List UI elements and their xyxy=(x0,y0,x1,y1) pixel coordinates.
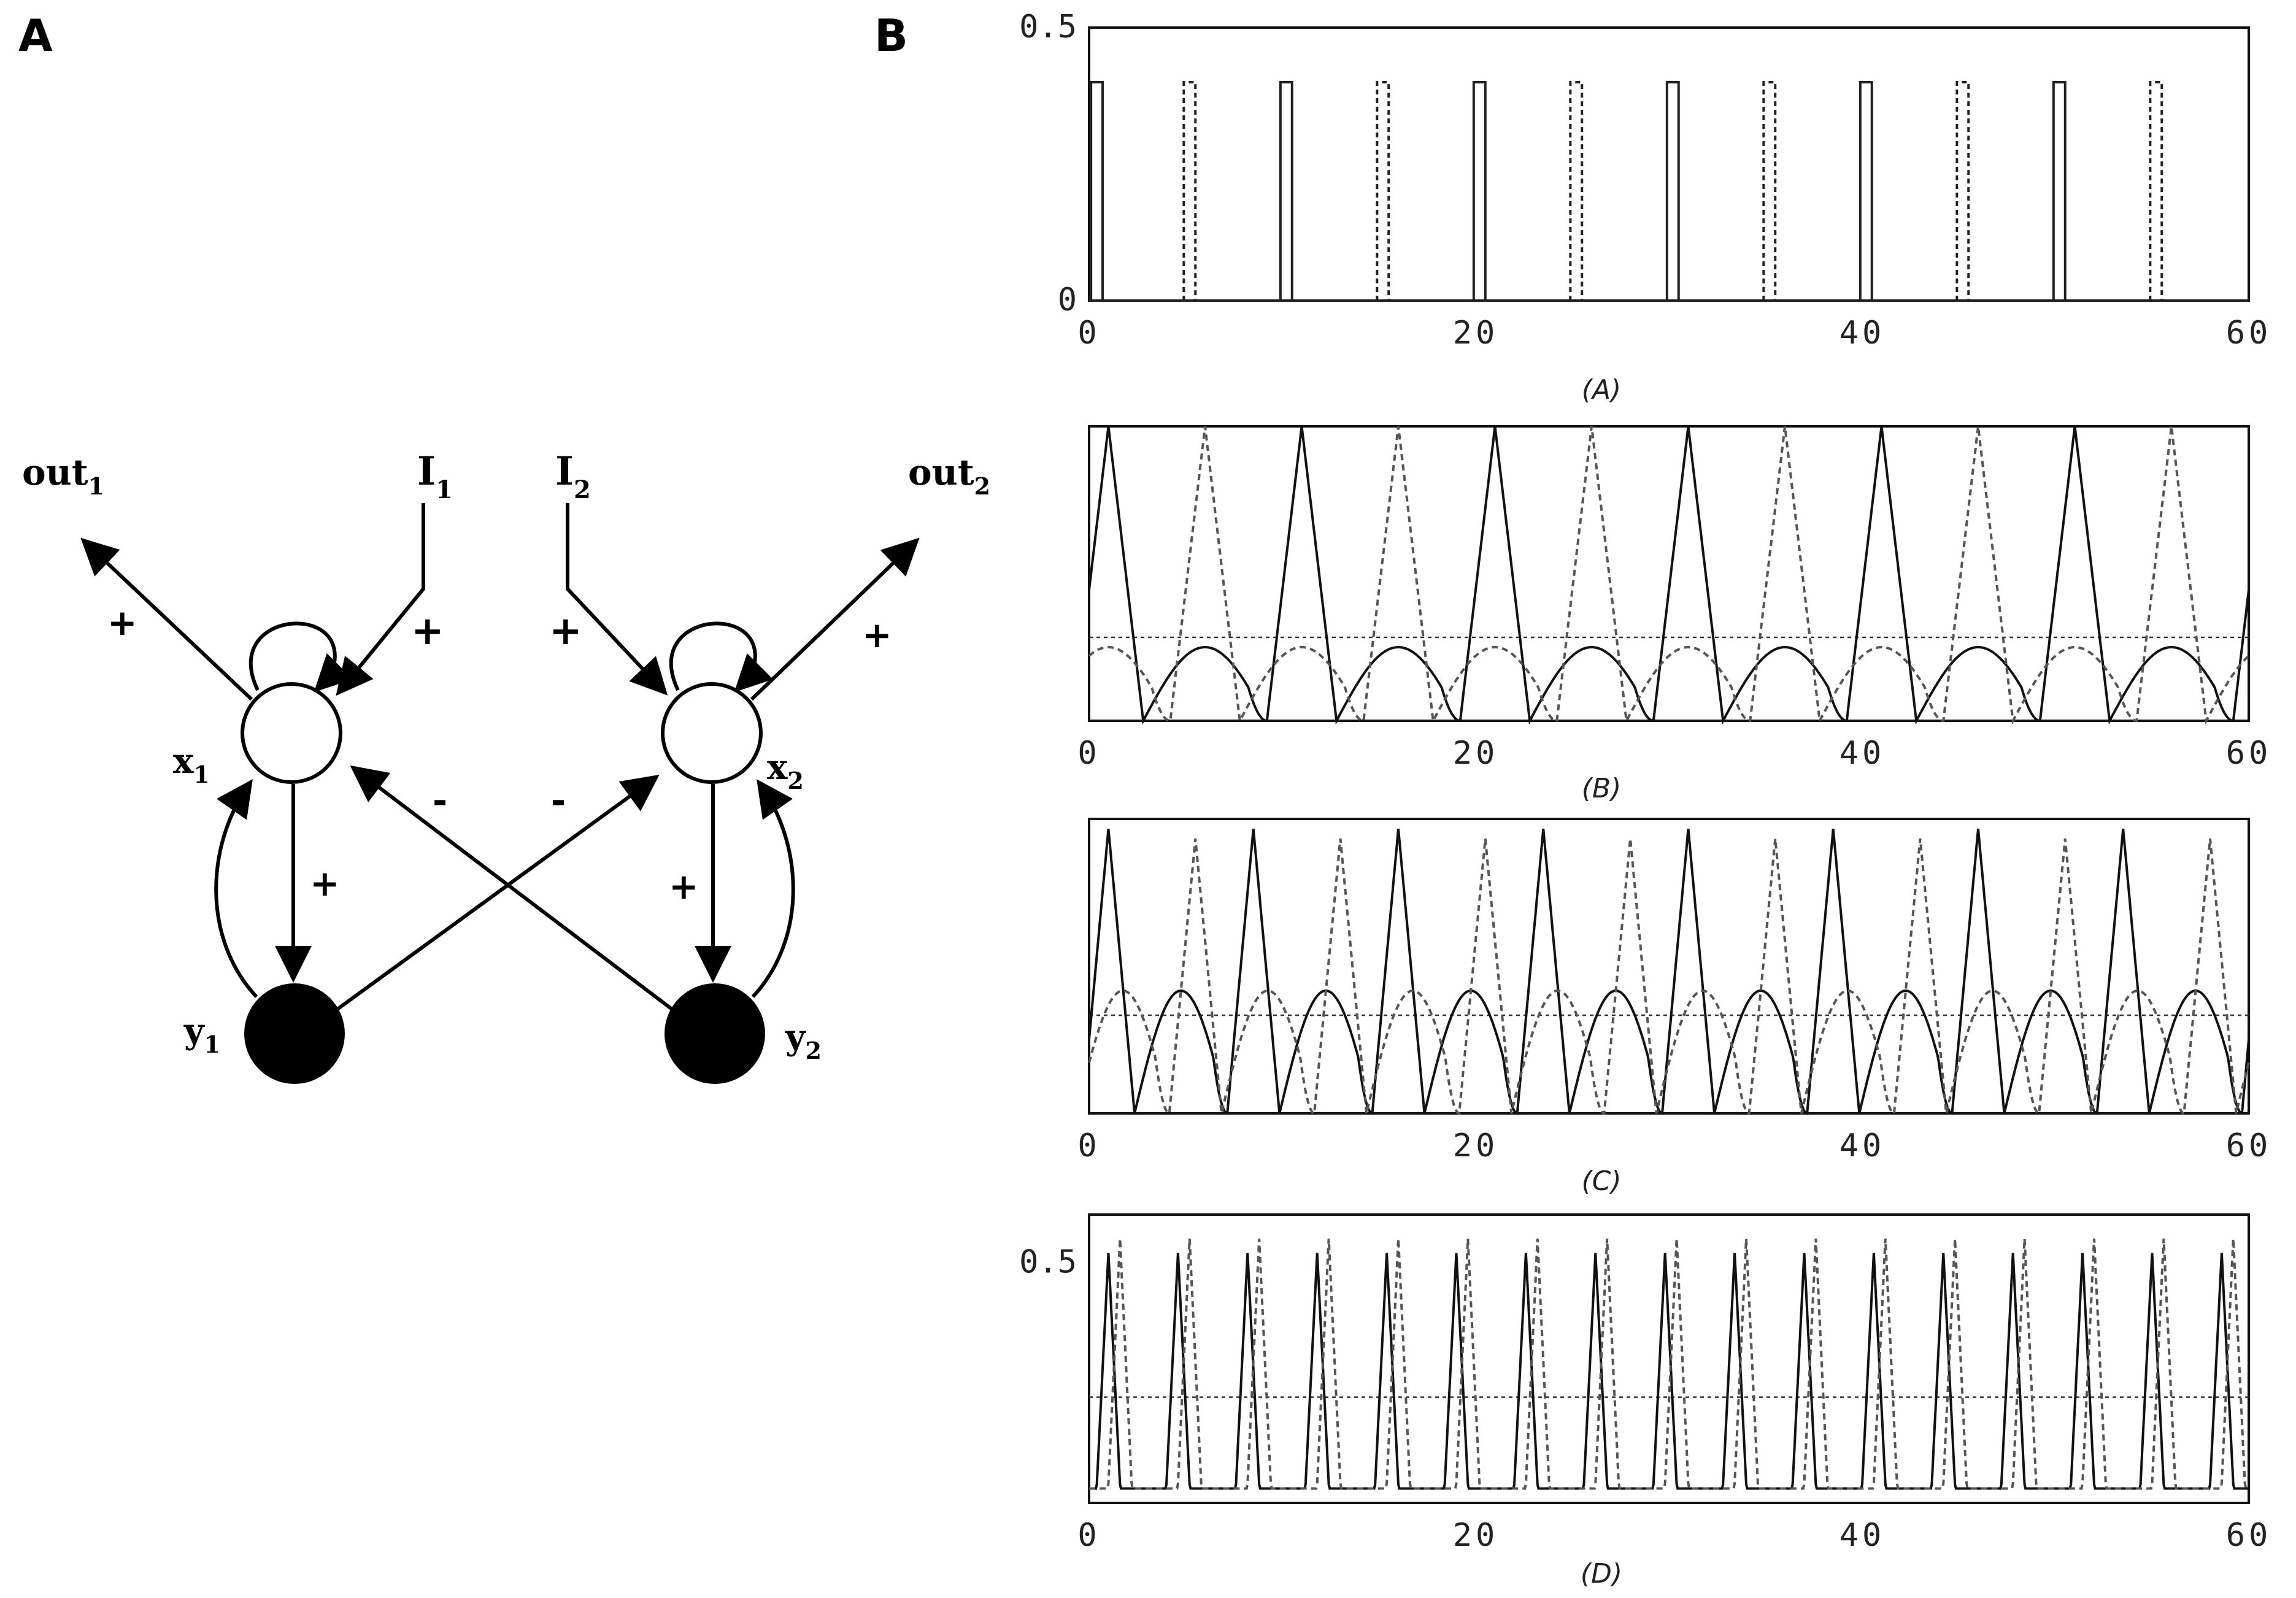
spike-series-1 xyxy=(1090,81,1104,301)
x-tick-label: 20 xyxy=(1453,1127,1499,1164)
spike-series-1 xyxy=(1665,81,1680,301)
spike-series-2 xyxy=(1955,81,1970,301)
spike-series-1 xyxy=(1472,81,1487,301)
x-tick-label: 20 xyxy=(1453,735,1499,772)
plot-caption-A: (A) xyxy=(1582,374,1621,405)
y-tick-label: 0.5 xyxy=(1019,1243,1077,1280)
x-tick-label: 40 xyxy=(1839,735,1886,772)
x-tick-label: 20 xyxy=(1453,1517,1499,1554)
sign-plus-x1-y1: + xyxy=(310,862,340,904)
spike-series-2 xyxy=(1376,81,1390,301)
label-y1: y1 xyxy=(183,1011,220,1058)
arrow-out1 xyxy=(80,537,253,701)
trace-series-2 xyxy=(1089,1239,2249,1490)
node-y1 xyxy=(244,983,345,1084)
spike-series-1 xyxy=(1859,81,1873,301)
arrow-y1-to-x1 xyxy=(214,779,258,999)
self-loop-x2 xyxy=(669,621,774,693)
sign-plus-out1: + xyxy=(107,602,137,643)
x-tick-label: 0 xyxy=(1077,1127,1100,1164)
sign-plus-out2: + xyxy=(862,614,892,656)
trace-series-1 xyxy=(1088,828,2250,1115)
node-y2 xyxy=(665,983,765,1084)
sign-minus-y1-x2: - xyxy=(551,780,566,821)
label-y2: y2 xyxy=(785,1017,822,1064)
node-x2 xyxy=(661,682,763,784)
x-tick-label: 40 xyxy=(1839,1517,1886,1554)
spike-series-2 xyxy=(1569,81,1584,301)
x-tick-label: 40 xyxy=(1839,315,1886,351)
y-tick-label: 0 xyxy=(1058,282,1077,318)
plot-caption-B: (B) xyxy=(1582,773,1622,804)
x-tick-label: 0 xyxy=(1077,315,1100,351)
arrow-out2 xyxy=(750,537,920,701)
plot-frame-B xyxy=(1088,425,2250,722)
spike-series-1 xyxy=(1279,81,1293,301)
x-tick-label: 40 xyxy=(1839,1127,1886,1164)
spike-series-2 xyxy=(1182,81,1197,301)
plot-caption-D: (D) xyxy=(1581,1558,1622,1589)
spike-series-1 xyxy=(2052,81,2067,301)
x-tick-label: 60 xyxy=(2226,1517,2272,1554)
sign-plus-x2-y2: + xyxy=(669,866,699,907)
label-x1: x1 xyxy=(173,741,210,788)
x-tick-label: 60 xyxy=(2226,1127,2272,1164)
x-tick-label: 60 xyxy=(2226,315,2272,351)
y-tick-label: 0.5 xyxy=(1019,9,1077,45)
spike-series-2 xyxy=(1762,81,1777,301)
plot-frame-A xyxy=(1088,26,2250,302)
oscillator-network-diagram: out1 out2 I1 I2 x1 x2 y1 y2 + + + + + + … xyxy=(22,448,990,1084)
plot-frame-C xyxy=(1088,818,2250,1115)
plot-frame-D xyxy=(1088,1213,2250,1504)
self-loop-x1 xyxy=(248,621,353,693)
sign-plus-i2: + xyxy=(549,609,582,654)
arrow-y2-to-x2 xyxy=(751,779,795,999)
label-input-i1: I1 xyxy=(417,448,453,504)
sign-minus-y2-x1: - xyxy=(433,780,447,821)
arrow-y1-to-x2 xyxy=(336,774,660,1011)
label-x2: x2 xyxy=(767,747,804,794)
trace-series-1 xyxy=(1088,426,2250,725)
trace-series-2 xyxy=(1088,426,2250,725)
trace-series-2 xyxy=(1088,838,2250,1115)
panel-label-a: A xyxy=(18,10,53,61)
label-out2: out2 xyxy=(908,451,990,500)
x-tick-label: 20 xyxy=(1453,315,1499,351)
arrow-input-i2 xyxy=(566,503,668,696)
sign-plus-i1: + xyxy=(411,609,444,654)
spike-series-2 xyxy=(2149,81,2163,301)
x-tick-label: 0 xyxy=(1077,735,1100,772)
arrow-y2-to-x1 xyxy=(350,765,673,1011)
trace-series-1 xyxy=(1089,1253,2249,1490)
arrow-input-i1 xyxy=(336,503,425,696)
plot-caption-C: (C) xyxy=(1581,1166,1621,1197)
node-x1 xyxy=(241,682,342,784)
x-tick-label: 60 xyxy=(2226,735,2272,772)
panel-label-b: B xyxy=(874,10,908,61)
label-out1: out1 xyxy=(22,451,104,500)
label-input-i2: I2 xyxy=(555,448,591,504)
x-tick-label: 0 xyxy=(1077,1517,1100,1554)
